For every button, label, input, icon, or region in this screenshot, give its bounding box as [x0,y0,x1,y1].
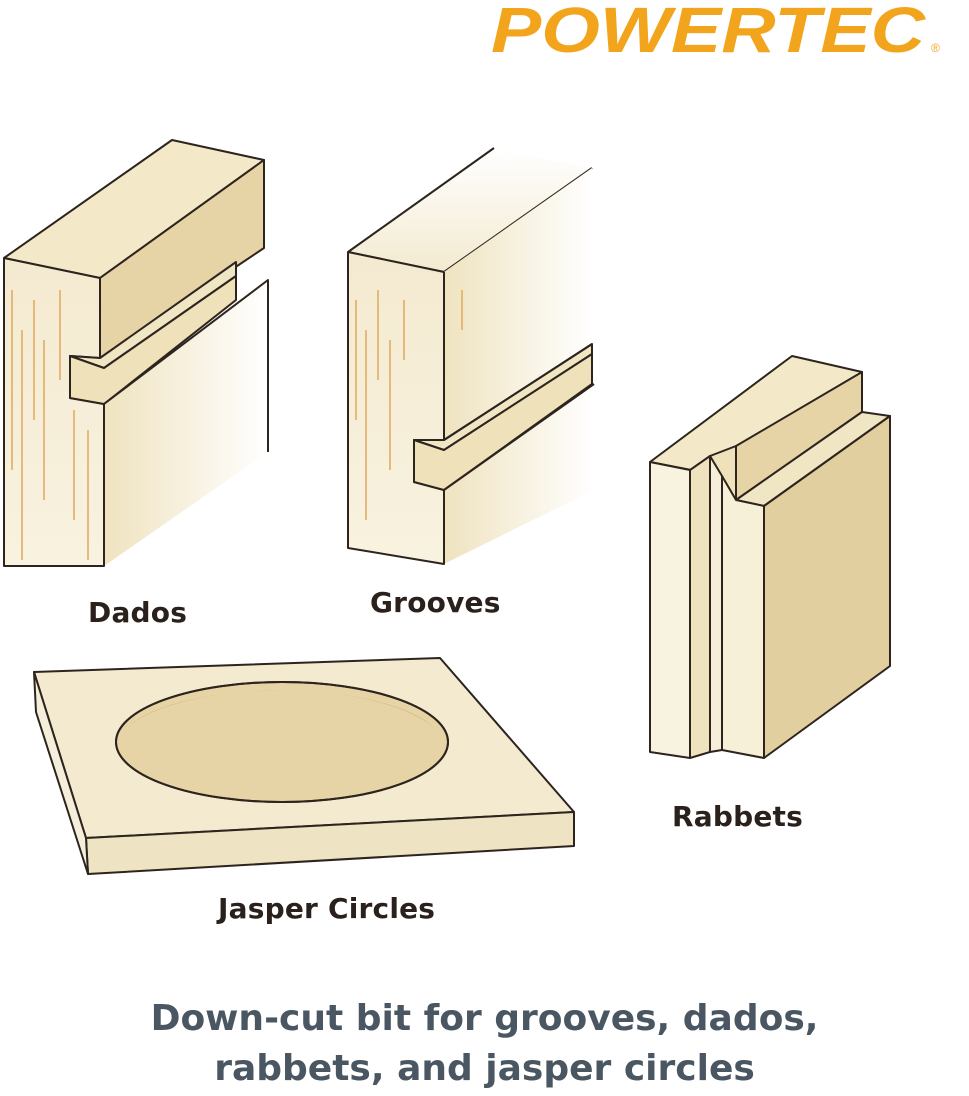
rabbets-illustration [649,355,891,759]
caption-line-2: rabbets, and jasper circles [214,1048,755,1089]
jasper-circles-illustration [33,657,575,875]
dados-illustration [3,139,269,567]
label-rabbets: Rabbets [672,800,803,833]
powertec-logo: POWERTEC ® [491,0,947,62]
caption: Down-cut bit for grooves, dados, rabbets… [0,994,969,1094]
grooves-illustration [347,147,595,565]
logo-text: POWERTEC [491,0,926,62]
registered-mark: ® [931,41,940,55]
label-grooves: Grooves [370,586,501,619]
logo-graphic: POWERTEC ® [491,0,940,62]
label-dados: Dados [88,596,188,629]
caption-line-1: Down-cut bit for grooves, dados, [150,998,819,1039]
label-jasper-circles: Jasper Circles [218,892,436,925]
